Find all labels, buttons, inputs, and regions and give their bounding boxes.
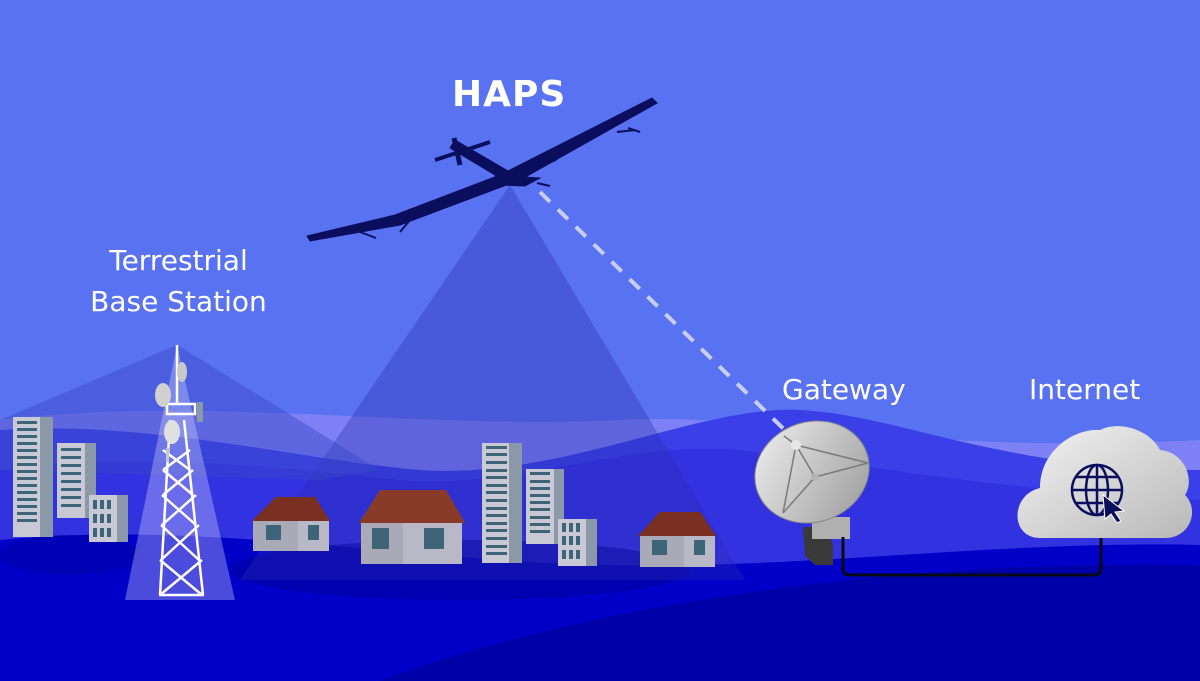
- internet-cloud: [1017, 426, 1193, 538]
- internet-label: Internet: [1029, 373, 1141, 406]
- houses: [252, 443, 716, 567]
- left-buildings: [13, 417, 128, 542]
- wired-link: [841, 537, 1103, 577]
- hills: [0, 409, 1200, 681]
- haps-coverage-cone: [240, 185, 745, 580]
- base-station-label-line2: Base Station: [90, 285, 267, 318]
- base-station-label-line1: Terrestrial: [109, 244, 248, 277]
- gateway-dish: [754, 420, 870, 565]
- tower-antennas: [155, 362, 203, 462]
- haps-label: HAPS: [452, 74, 567, 115]
- cursor-icon: [1102, 493, 1126, 524]
- gateway-label: Gateway: [782, 373, 906, 406]
- haps-aircraft-icon: [306, 97, 658, 242]
- wireless-link-dashed: [538, 190, 797, 442]
- base-station-label: Terrestrial Base Station: [76, 240, 281, 322]
